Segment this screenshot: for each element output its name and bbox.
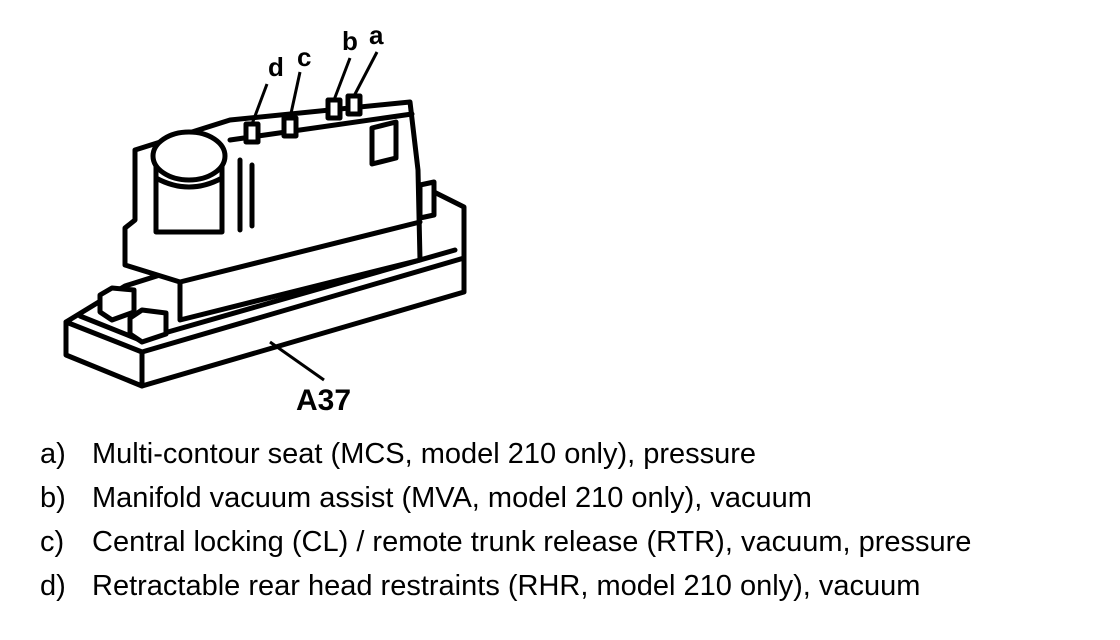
- housing-right-tab: [369, 119, 399, 167]
- leader-a37: [269, 340, 325, 382]
- legend-key: b): [40, 481, 66, 514]
- connector-2: [127, 307, 169, 345]
- legend-item-d: d) Retractable rear head restraints (RHR…: [40, 564, 1110, 608]
- legend-text: Retractable rear head restraints (RHR, m…: [92, 569, 921, 602]
- legend-text: Central locking (CL) / remote trunk rele…: [92, 525, 972, 558]
- port-label-d: d: [268, 52, 284, 82]
- legend-key: c): [40, 525, 65, 558]
- housing-front-edge: [177, 219, 423, 285]
- nipple-c: [281, 115, 299, 139]
- legend-text: Manifold vacuum assist (MVA, model 210 o…: [92, 481, 812, 514]
- vacuum-pump-illustration: [63, 93, 467, 389]
- housing-side-post: [417, 179, 437, 221]
- legend-item-a: a) Multi-contour seat (MCS, model 210 on…: [40, 432, 1110, 476]
- nipple-b: [325, 97, 343, 121]
- component-label: A37: [296, 384, 351, 417]
- legend-key: d): [40, 569, 66, 602]
- legend-list: a) Multi-contour seat (MCS, model 210 on…: [40, 432, 1110, 608]
- connector-1: [97, 285, 137, 323]
- leader-c: [288, 71, 302, 119]
- component-diagram: d c b a A37: [63, 20, 467, 417]
- legend-item-c: c) Central locking (CL) / remote trunk r…: [40, 520, 1110, 564]
- port-label-c: c: [297, 42, 311, 72]
- legend-text: Multi-contour seat (MCS, model 210 only)…: [92, 437, 757, 470]
- leader-lines: [250, 51, 379, 382]
- housing-side-ridge: [237, 157, 255, 233]
- leader-d: [250, 83, 269, 125]
- legend-item-b: b) Manifold vacuum assist (MVA, model 21…: [40, 476, 1110, 520]
- leader-b: [332, 57, 352, 101]
- leader-a: [352, 51, 379, 97]
- solenoid-cap: [150, 129, 228, 183]
- nipple-d: [243, 121, 261, 145]
- legend-key: a): [40, 437, 66, 470]
- nipple-a: [345, 93, 363, 117]
- port-label-b: b: [342, 26, 358, 56]
- port-labels: d c b a: [268, 20, 384, 82]
- port-label-a: a: [369, 20, 384, 50]
- solenoid-band: [153, 175, 225, 190]
